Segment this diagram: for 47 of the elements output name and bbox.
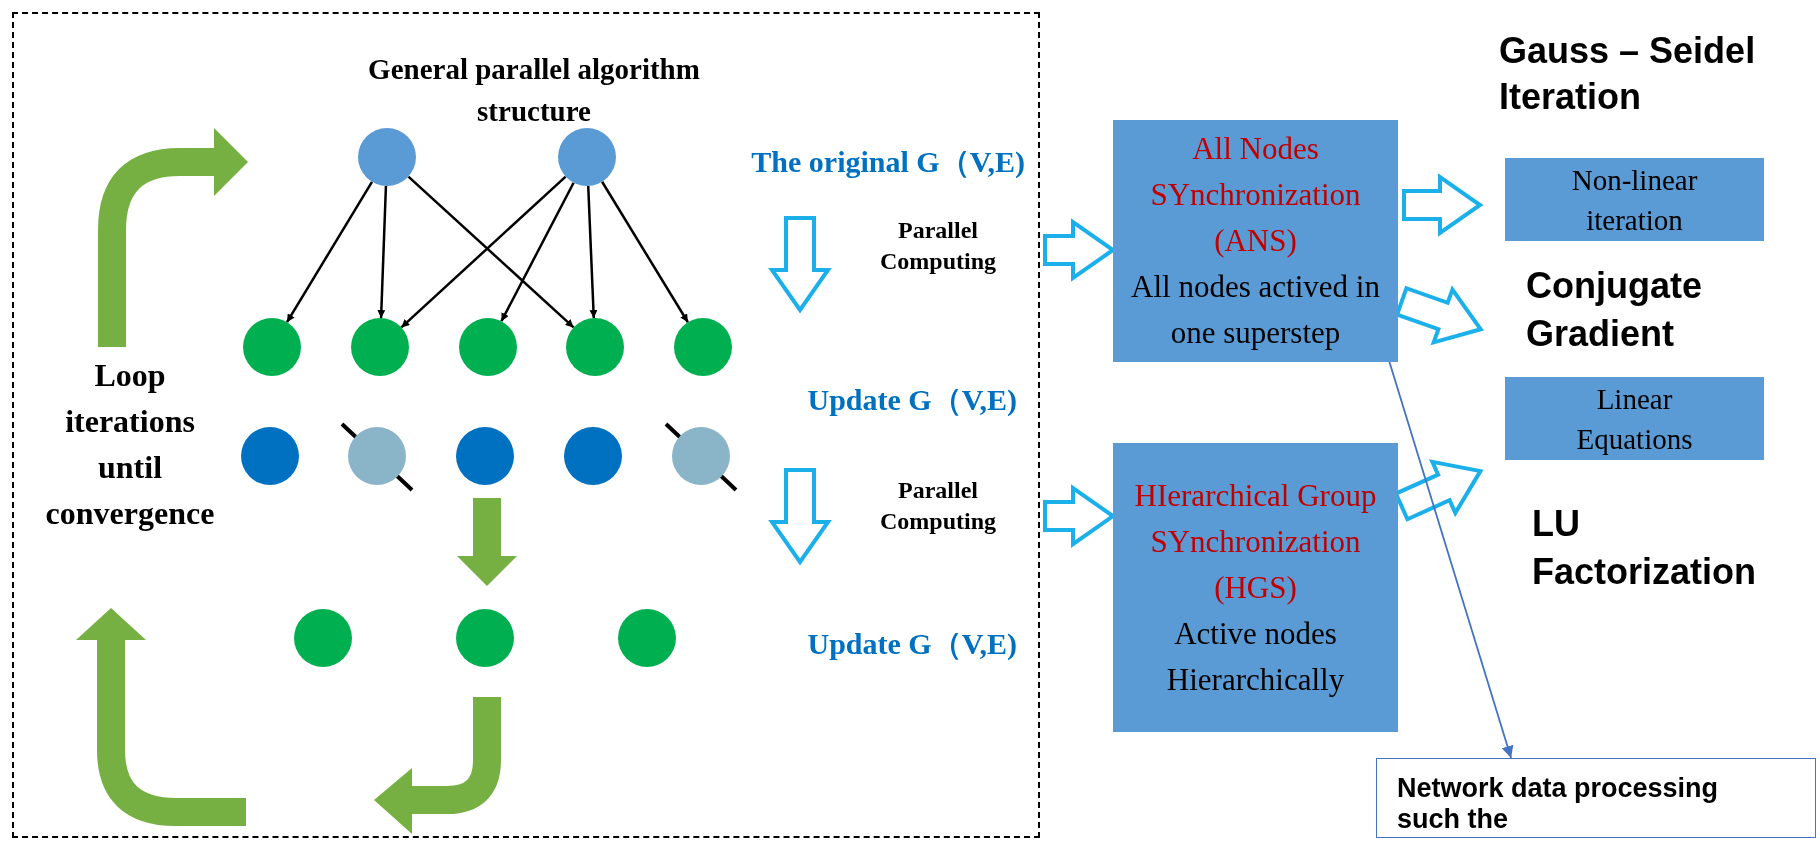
hollow-arrow xyxy=(1402,173,1484,237)
graph-node-circle xyxy=(618,609,676,667)
note-box xyxy=(1376,758,1816,838)
graph-node-circle xyxy=(674,318,732,376)
graph-node-circle xyxy=(566,318,624,376)
hollow-arrow xyxy=(768,468,832,566)
process-box xyxy=(1505,158,1764,241)
graph-state-text: Update G（V,E) xyxy=(806,382,1017,418)
process-box xyxy=(1113,443,1398,732)
graph-state-text: Update G（V,E) xyxy=(806,626,1017,662)
graph-node-circle xyxy=(672,427,730,485)
graph-node-circle xyxy=(564,427,622,485)
arrow xyxy=(500,182,575,322)
box-text: Linear Equations xyxy=(1575,381,1694,457)
loop-caption: Loop iterations until convergence xyxy=(44,356,216,533)
dashed-frame xyxy=(12,12,1040,838)
process-box xyxy=(1505,377,1764,460)
box-description: Active nodes Hierarchically xyxy=(1165,614,1346,699)
method-text: LU Factorization xyxy=(1532,502,1757,594)
graph-node-circle xyxy=(456,609,514,667)
note-text: Network data processing such the xyxy=(1397,773,1720,835)
graph-node-circle xyxy=(241,427,299,485)
graph-node-circle xyxy=(351,318,409,376)
arrow xyxy=(285,181,374,323)
graph-node-circle xyxy=(358,128,416,186)
box-text: Non-linear iteration xyxy=(1570,162,1699,238)
arrow xyxy=(1388,361,1514,759)
graph-node-circle xyxy=(456,427,514,485)
step-text: Parallel Computing xyxy=(879,476,997,536)
method-text: Gauss – Seidel Iteration xyxy=(1499,29,1757,119)
graph-node-circle xyxy=(558,128,616,186)
box-description: All nodes actived in one superstep xyxy=(1130,268,1381,352)
step-text: Parallel Computing xyxy=(879,216,997,276)
diagram-heading: General parallel algorithm structure xyxy=(367,52,701,129)
box-title: All Nodes SYnchronization (ANS) xyxy=(1149,130,1362,260)
graph-node-circle xyxy=(348,427,406,485)
graph-node-circle xyxy=(243,318,301,376)
arrow xyxy=(601,181,689,323)
arrow xyxy=(377,185,388,319)
method-text: Conjugate Gradient xyxy=(1526,264,1703,356)
process-box xyxy=(1113,120,1398,362)
graph-node-circle xyxy=(294,609,352,667)
arrow xyxy=(586,185,598,319)
graph-state-text: The original G（V,E) xyxy=(750,144,1025,180)
graph-node-circle xyxy=(459,318,517,376)
hollow-arrow xyxy=(768,216,832,314)
box-title: HIerarchical Group SYnchronization (HGS) xyxy=(1133,476,1378,607)
